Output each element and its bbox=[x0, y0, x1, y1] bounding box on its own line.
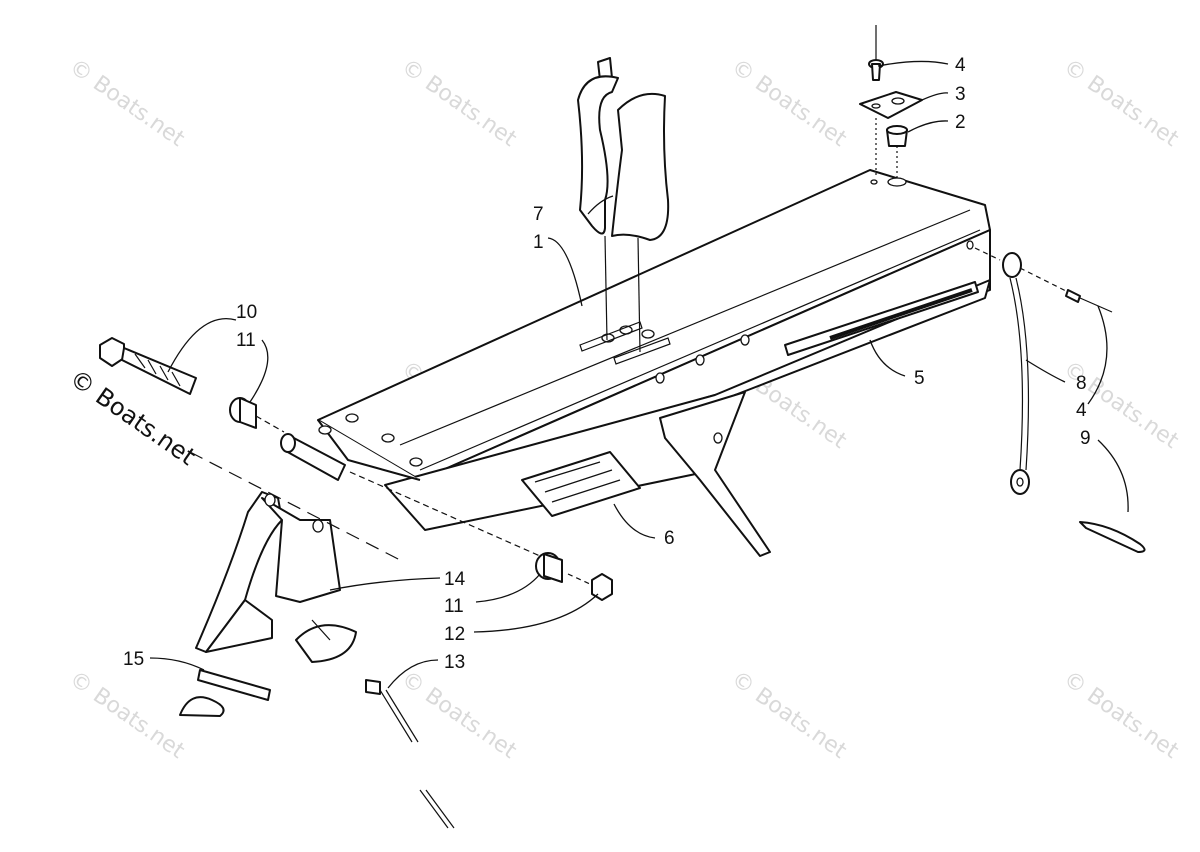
watermark: © Boats.net bbox=[397, 666, 522, 764]
callout-labels: 7 1 4 3 2 5 6 8 4 9 10 11 14 11 12 13 15 bbox=[123, 55, 1091, 673]
callout-11-top: 11 bbox=[236, 330, 256, 351]
callout-1: 1 bbox=[533, 232, 544, 253]
pivot-hardware bbox=[99, 337, 613, 601]
watermark: © Boats.net bbox=[397, 54, 522, 152]
watermark: © Boats.net bbox=[727, 666, 852, 764]
hitch-tongue bbox=[317, 169, 991, 557]
callout-5: 5 bbox=[914, 368, 925, 389]
watermark: © Boats.net bbox=[65, 54, 190, 152]
leader-lines bbox=[149, 60, 1129, 689]
callout-11-bottom: 11 bbox=[444, 596, 464, 617]
callout-15: 15 bbox=[123, 649, 144, 670]
callout-2: 2 bbox=[955, 112, 966, 133]
callout-14: 14 bbox=[444, 569, 466, 590]
callout-3: 3 bbox=[955, 84, 966, 105]
callout-4-side: 4 bbox=[1076, 400, 1087, 421]
foot-pad bbox=[577, 57, 670, 353]
callout-10: 10 bbox=[236, 302, 257, 323]
watermark: © Boats.net bbox=[1059, 666, 1184, 764]
callout-9: 9 bbox=[1080, 428, 1091, 449]
callout-13: 13 bbox=[444, 652, 465, 673]
top-fasteners bbox=[859, 25, 923, 178]
callout-8: 8 bbox=[1076, 373, 1087, 394]
watermark: © Boats.net bbox=[1059, 54, 1184, 152]
watermark: © Boats.net bbox=[65, 666, 190, 764]
callout-6: 6 bbox=[664, 528, 675, 549]
callout-12: 12 bbox=[444, 624, 465, 645]
callout-7: 7 bbox=[533, 204, 544, 225]
watermark: © Boats.net bbox=[727, 54, 852, 152]
hitch-bracket bbox=[179, 451, 455, 829]
callout-4-top: 4 bbox=[955, 55, 966, 76]
tether-strap bbox=[974, 247, 1146, 553]
